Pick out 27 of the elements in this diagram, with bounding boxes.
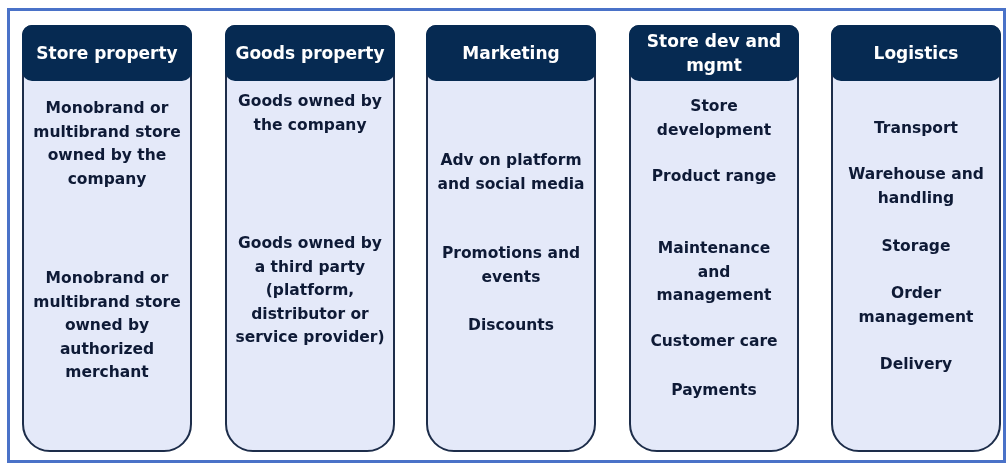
column-header: Goods property — [225, 25, 395, 81]
column-header: Logistics — [831, 25, 1001, 81]
list-item: Goods owned by a third party (platform, distributor or service provider) — [235, 233, 385, 348]
column-header: Marketing — [426, 25, 596, 81]
column-panel — [831, 25, 1001, 452]
list-item: Adv on platform and social media — [436, 150, 586, 195]
column-header: Store property — [22, 25, 192, 81]
list-item: Payments — [670, 380, 758, 401]
list-item: Monobrand or multibrand store owned by the company — [32, 98, 182, 190]
list-item: Delivery — [878, 354, 954, 375]
column-header: Store dev and mgmt — [629, 25, 799, 81]
column-panel — [225, 25, 395, 452]
list-item: Maintenance and management — [655, 238, 773, 306]
list-item: Warehouse and handling — [847, 164, 985, 209]
list-item: Promotions and events — [440, 243, 582, 288]
list-item: Storage — [880, 236, 952, 257]
list-item: Transport — [872, 118, 959, 139]
list-item: Discounts — [467, 315, 555, 336]
list-item: Product range — [650, 166, 778, 187]
list-item: Order management — [857, 283, 975, 328]
list-item: Monobrand or multibrand store owned by authorized merchant — [32, 268, 182, 383]
list-item: Goods owned by the company — [237, 91, 383, 136]
list-item: Customer care — [649, 331, 779, 352]
list-item: Store development — [655, 96, 773, 141]
column-panel — [426, 25, 596, 452]
column-panel — [629, 25, 799, 452]
column-panel — [22, 25, 192, 452]
